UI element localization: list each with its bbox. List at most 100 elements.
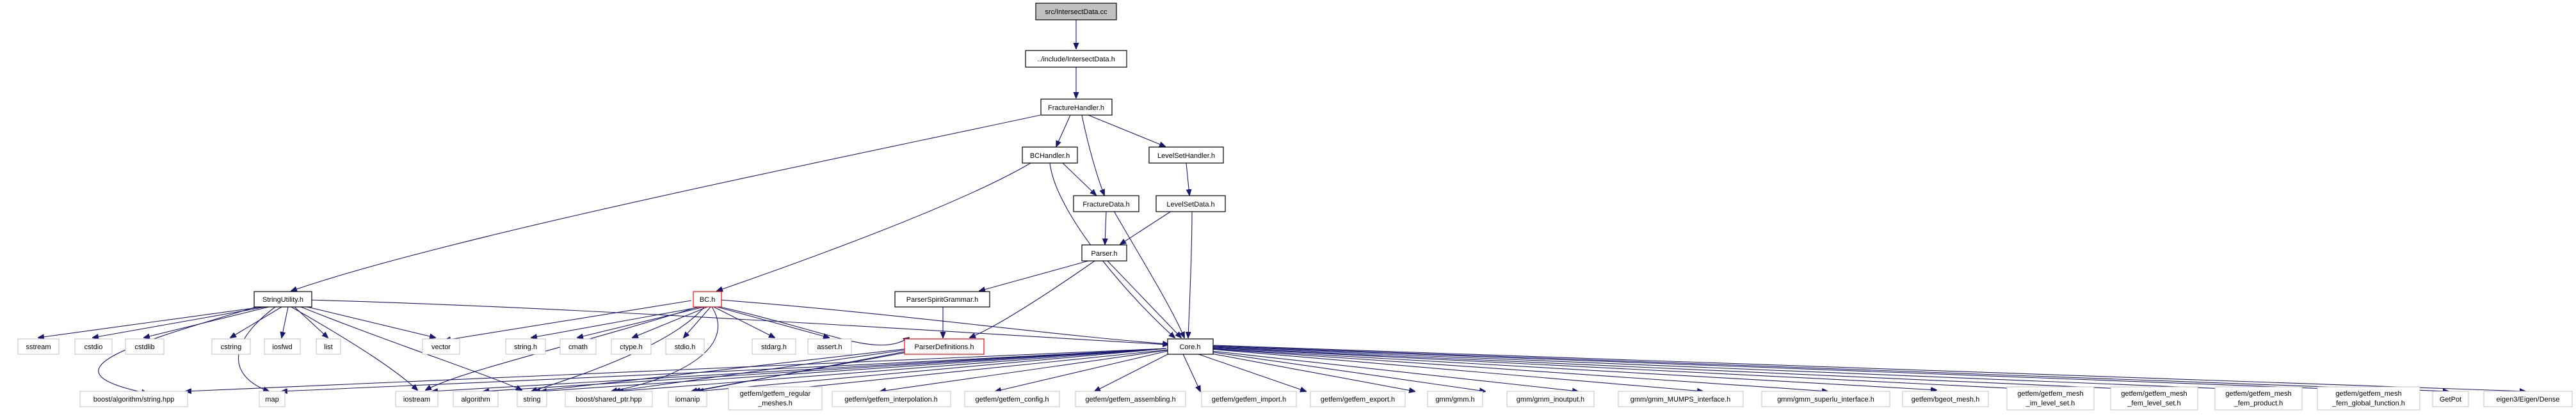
core-edges — [186, 345, 2525, 391]
node-cstdio[interactable]: cstdio — [74, 338, 113, 355]
node-root[interactable]: src/IntersectData.cc — [1035, 3, 1117, 20]
edge-parser-core — [1107, 260, 1181, 338]
svg-text:getfem/getfem_export.h: getfem/getfem_export.h — [1321, 396, 1395, 403]
node-gmm-inoutput[interactable]: gmm/gmm_inoutput.h — [1506, 391, 1595, 407]
edge-bc-core — [720, 299, 1168, 344]
svg-text:GetPot: GetPot — [2440, 396, 2461, 403]
node-bchandler-h[interactable]: BCHandler.h — [1022, 146, 1078, 164]
svg-text:iostream: iostream — [403, 396, 430, 403]
node-algorithm[interactable]: algorithm — [453, 391, 499, 407]
node-map[interactable]: map — [259, 391, 286, 407]
svg-text:vector: vector — [431, 343, 451, 351]
node-label: FractureHandler.h — [1048, 104, 1104, 112]
node-gmm-superlu-interface[interactable]: gmm/gmm_superlu_interface.h — [1761, 391, 1890, 407]
node-stdarg-h[interactable]: stdarg.h — [752, 338, 796, 355]
node-assert-h[interactable]: assert.h — [807, 338, 852, 355]
node-parser-h[interactable]: Parser.h — [1081, 244, 1127, 262]
node-sstream[interactable]: sstream — [17, 338, 60, 355]
node-getfem-mesh-fem-product[interactable]: getfem/getfem_mesh_fem_product.h — [2214, 386, 2303, 411]
node-core-h[interactable]: Core.h — [1167, 338, 1214, 355]
svg-text:_fem_global_function.h: _fem_global_function.h — [2331, 400, 2405, 407]
edge-fracturehandler-bchandler — [1056, 114, 1071, 146]
node-vector[interactable]: vector — [422, 338, 460, 355]
node-getfem-import[interactable]: getfem/getfem_import.h — [1201, 391, 1297, 407]
node-iomanip[interactable]: iomanip — [668, 391, 707, 407]
node-parserspiritgrammar-h[interactable]: ParserSpiritGrammar.h — [894, 291, 990, 308]
node-iostream[interactable]: iostream — [395, 391, 439, 407]
node-getfem-regular-meshes[interactable]: getfem/getfem_regular _meshes.h — [728, 386, 823, 411]
edge-levelsetdata-core — [1188, 210, 1193, 338]
svg-text:cstring: cstring — [221, 343, 241, 351]
node-stdio-h[interactable]: stdio.h — [665, 338, 705, 355]
node-label: StringUtility.h — [262, 296, 303, 304]
node-getfem-export[interactable]: getfem/getfem_export.h — [1310, 391, 1406, 407]
node-levelsethandler-h[interactable]: LevelSetHandler.h — [1148, 146, 1224, 164]
svg-text:getfem/getfem_regular: getfem/getfem_regular — [740, 390, 811, 398]
node-gmm[interactable]: gmm/gmm.h — [1427, 391, 1483, 407]
node-intersectdata-h[interactable]: ../include/IntersectData.h — [1025, 50, 1127, 68]
node-string[interactable]: string — [517, 391, 547, 407]
svg-text:_fem_product.h: _fem_product.h — [2234, 400, 2283, 407]
node-stringutility-h[interactable]: StringUtility.h — [254, 291, 312, 308]
node-getfem-assembling[interactable]: getfem/getfem_assembling.h — [1075, 391, 1186, 407]
node-label: BC.h — [700, 296, 715, 304]
node-label: FractureData.h — [1083, 201, 1129, 208]
svg-text:_im_level_set.h: _im_level_set.h — [2025, 400, 2075, 407]
node-label: ../include/IntersectData.h — [1037, 56, 1115, 63]
node-cstdlib[interactable]: cstdlib — [125, 338, 165, 355]
svg-text:iosfwd: iosfwd — [272, 343, 292, 351]
svg-text:getfem/bgeot_mesh.h: getfem/bgeot_mesh.h — [1912, 396, 1979, 403]
node-boost-shared-ptr[interactable]: boost/shared_ptr.hpp — [565, 391, 653, 407]
node-getfem-mesh-im-level-set[interactable]: getfem/getfem_mesh _im_level_set.h — [2006, 386, 2095, 411]
node-getfem-mesh-fem-level-set[interactable]: getfem/getfem_mesh_fem_level_set.h — [2110, 386, 2198, 411]
svg-text:ctype.h: ctype.h — [620, 343, 642, 351]
svg-text:gmm/gmm_MUMPS_interface.h: gmm/gmm_MUMPS_interface.h — [1630, 396, 1731, 403]
node-fracturehandler-h[interactable]: FractureHandler.h — [1040, 98, 1113, 116]
node-string-h[interactable]: string.h — [505, 338, 546, 355]
svg-text:string.h: string.h — [514, 343, 537, 351]
node-bgeot-mesh[interactable]: getfem/bgeot_mesh.h — [1902, 391, 1989, 407]
edge-stringutility-core — [307, 299, 1168, 345]
svg-text:algorithm: algorithm — [461, 396, 490, 403]
node-eigen-dense[interactable]: eigen3/Eigen/Dense — [2483, 391, 2573, 407]
node-list[interactable]: list — [316, 338, 341, 355]
node-cmath[interactable]: cmath — [559, 338, 597, 355]
node-iosfwd[interactable]: iosfwd — [264, 338, 301, 355]
node-ctype-h[interactable]: ctype.h — [611, 338, 652, 355]
svg-text:cstdlib: cstdlib — [134, 343, 154, 351]
svg-text:_fem_level_set.h: _fem_level_set.h — [2127, 400, 2180, 407]
node-cstring[interactable]: cstring — [211, 338, 251, 355]
node-fracturedata-h[interactable]: FractureData.h — [1073, 195, 1139, 212]
node-parserdefinitions-h[interactable]: ParserDefinitions.h — [904, 338, 985, 355]
svg-text:map: map — [265, 396, 278, 403]
node-getfem-config[interactable]: getfem/getfem_config.h — [964, 391, 1060, 407]
node-boost-algorithm-string[interactable]: boost/algorithm/string.hpp — [79, 391, 188, 407]
svg-text:gmm/gmm_inoutput.h: gmm/gmm_inoutput.h — [1517, 396, 1584, 403]
svg-text:gmm/gmm.h: gmm/gmm.h — [1435, 396, 1474, 403]
svg-text:string: string — [524, 396, 541, 403]
edge-levelsethandler-levelsetdata — [1186, 162, 1189, 195]
node-getfem-mesh-fem-global-function[interactable]: getfem/getfem_mesh_fem_global_function.h — [2317, 386, 2420, 411]
svg-text:eigen3/Eigen/Dense: eigen3/Eigen/Dense — [2496, 396, 2559, 403]
node-bc-h[interactable]: BC.h — [693, 291, 722, 308]
node-getpot[interactable]: GetPot — [2432, 391, 2469, 407]
edge-fracturedata-parser — [1105, 210, 1106, 244]
svg-text:_meshes.h: _meshes.h — [757, 400, 793, 407]
svg-text:boost/algorithm/string.hpp: boost/algorithm/string.hpp — [93, 396, 175, 403]
node-label: LevelSetHandler.h — [1157, 152, 1215, 160]
node-label: Core.h — [1179, 343, 1200, 351]
node-getfem-interpolation[interactable]: getfem/getfem_interpolation.h — [832, 391, 951, 407]
svg-text:getfem/getfem_interpolation.h: getfem/getfem_interpolation.h — [844, 396, 938, 403]
node-label: src/IntersectData.cc — [1045, 8, 1107, 16]
edge-parser-parserdefs — [970, 260, 1095, 338]
svg-text:getfem/getfem_mesh: getfem/getfem_mesh — [2017, 390, 2083, 398]
svg-text:assert.h: assert.h — [817, 343, 842, 351]
node-gmm-mumps-interface[interactable]: gmm/gmm_MUMPS_interface.h — [1618, 391, 1744, 407]
edge-fracturehandler-fracturedata — [1081, 114, 1104, 195]
edge-parser-spirit — [979, 260, 1089, 291]
svg-text:cmath: cmath — [568, 343, 588, 351]
bc-edges — [426, 300, 909, 391]
node-levelsetdata-h[interactable]: LevelSetData.h — [1155, 195, 1226, 212]
svg-text:cstdio: cstdio — [85, 343, 103, 351]
